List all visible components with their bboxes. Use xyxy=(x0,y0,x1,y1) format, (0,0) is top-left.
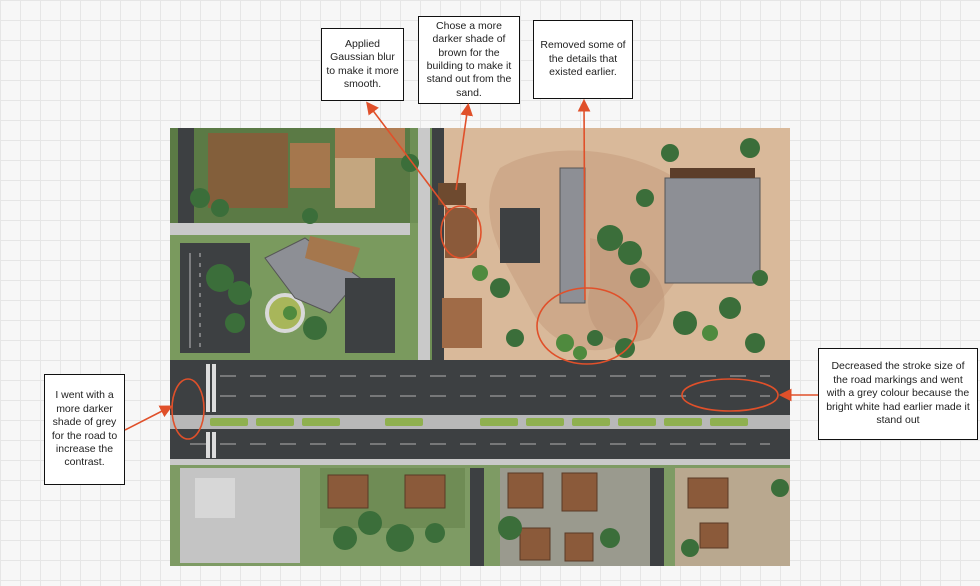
town-map xyxy=(170,128,790,566)
annotation-grey-road: I went with a more darker shade of grey … xyxy=(44,374,125,485)
annotation-details: Removed some of the details that existed… xyxy=(533,20,633,99)
brown-building xyxy=(445,208,477,258)
town-map-illustration xyxy=(170,128,790,566)
warehouse xyxy=(664,177,761,284)
arrow-road xyxy=(124,405,173,431)
main-road xyxy=(170,360,790,415)
annotation-stroke: Decreased the stroke size of the road ma… xyxy=(818,348,978,440)
annotation-brown: Chose a more darker shade of brown for t… xyxy=(418,16,520,104)
annotation-blur: Applied Gaussian blur to make it more sm… xyxy=(321,28,404,101)
